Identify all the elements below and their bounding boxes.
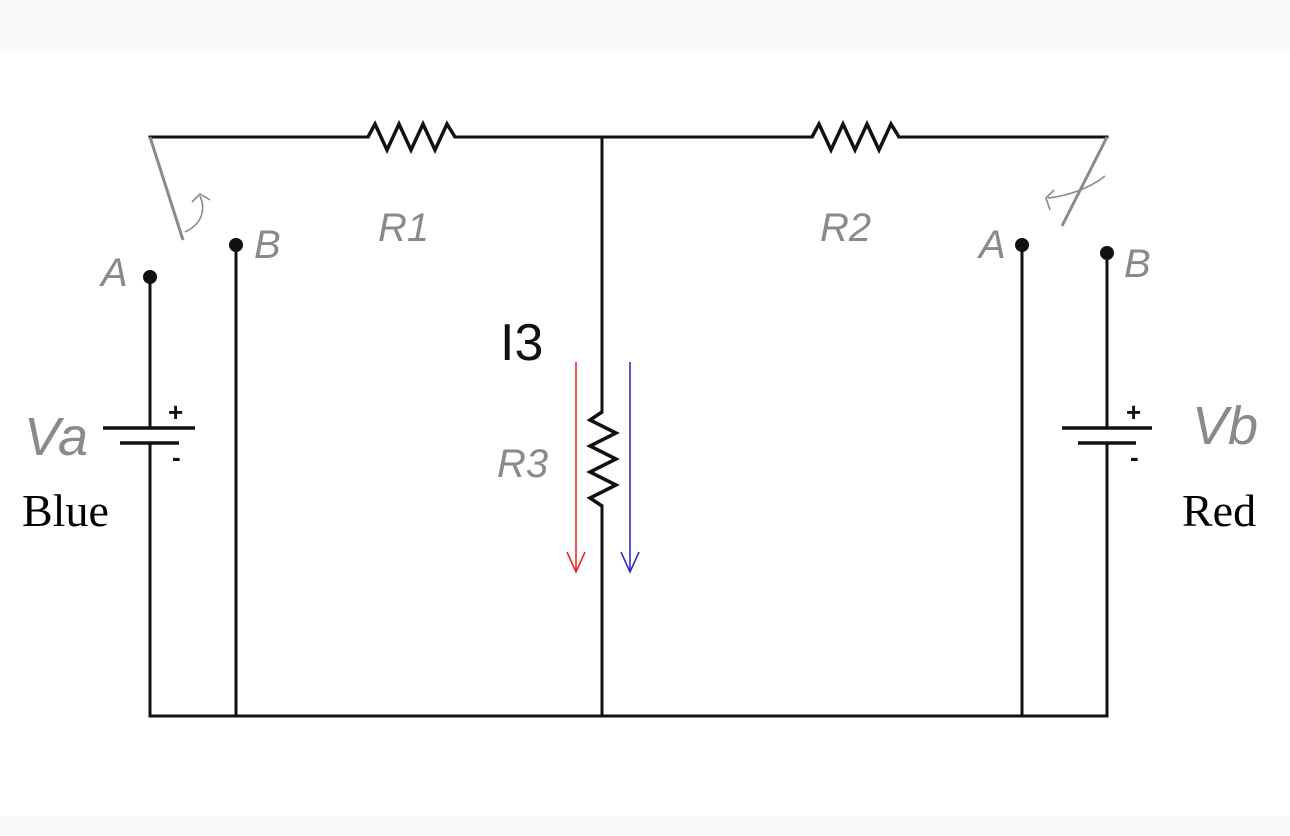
left-switch-arc-arrow [184,195,204,233]
right-terminal-a-label: A [977,223,1006,267]
right-switch-blade [1060,136,1109,227]
r1-label: R1 [378,206,429,250]
diagram-panel [0,52,1290,816]
right-switch-arrowhead [1045,189,1055,211]
va-label: Va [24,407,88,467]
resistor-r1 [366,119,457,155]
left-terminal-b-label: B [254,223,281,267]
right-switch-arc-arrow [1047,175,1106,199]
vb-label: Vb [1192,396,1258,456]
resistor-r3 [586,410,620,508]
va-plus-sign: + [168,397,183,427]
left-source-caption: Blue [22,485,109,536]
right-terminal-a [1015,238,1029,252]
left-terminal-a [143,270,157,284]
current-label: I3 [500,314,543,372]
right-terminal-b [1100,246,1114,260]
vb-minus-sign: - [1130,442,1139,472]
va-minus-sign: - [172,442,181,472]
r3-label: R3 [497,442,548,486]
r2-label: R2 [820,206,871,250]
left-switch-blade [148,136,185,241]
red-current-arrowhead [566,551,586,574]
blue-current-arrowhead [620,551,640,574]
left-terminal-a-label: A [99,251,128,295]
resistor-r2 [810,119,901,155]
vb-plus-sign: + [1126,397,1141,427]
left-switch-arrowhead [191,192,211,203]
right-source-caption: Red [1182,485,1256,536]
right-terminal-b-label: B [1124,242,1151,286]
left-terminal-b [229,238,243,252]
